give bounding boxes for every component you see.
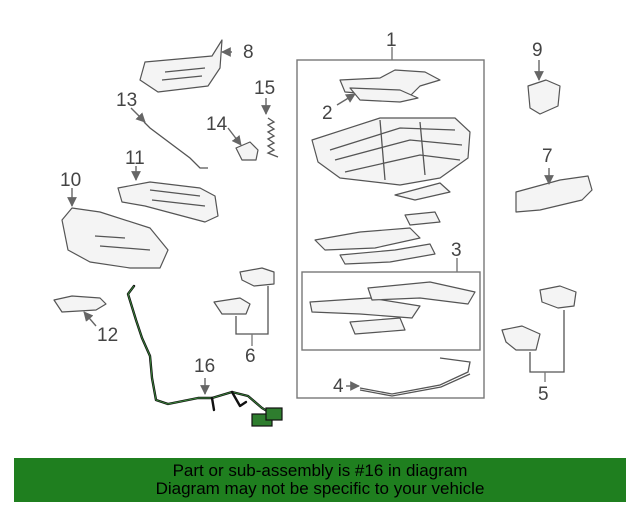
- part-4-rod: [359, 357, 471, 397]
- part-3-track-assembly-box: [301, 258, 481, 351]
- callout-10: 10: [60, 170, 81, 191]
- part-12-handle: [53, 295, 107, 313]
- info-banner: Part or sub-assembly is #16 in diagram D…: [14, 458, 626, 502]
- callout-13: 13: [116, 90, 137, 111]
- part-10-side-cover: [61, 207, 169, 269]
- part-15-spring: [266, 117, 279, 158]
- banner-line-1: Part or sub-assembly is #16 in diagram: [172, 461, 468, 480]
- part-11-side-panel: [117, 181, 219, 223]
- callout-16: 16: [194, 356, 215, 377]
- callout-2: 2: [322, 103, 333, 124]
- callout-15: 15: [254, 78, 275, 99]
- callout-1: 1: [386, 30, 397, 51]
- callout-5: 5: [538, 384, 549, 405]
- part-13-cable: [143, 121, 208, 169]
- part-8-bracket: [139, 39, 223, 93]
- callout-8: 8: [243, 42, 254, 63]
- callout-9: 9: [532, 40, 543, 61]
- callout-3: 3: [451, 240, 462, 261]
- part-5-brackets: [501, 285, 577, 382]
- banner-line-2: Diagram may not be specific to your vehi…: [155, 479, 485, 498]
- part-7-trim: [515, 175, 593, 213]
- part-16-wire-harness[interactable]: [126, 284, 283, 427]
- part-2-adjuster-link: [339, 69, 441, 103]
- seat-cushion-frame: [311, 117, 471, 265]
- part-14-clip: [235, 141, 259, 161]
- callout-12: 12: [97, 325, 118, 346]
- callout-11: 11: [125, 148, 145, 169]
- seat-frame-assembly-box: [296, 47, 485, 399]
- callout-14: 14: [206, 114, 228, 135]
- callout-7: 7: [542, 146, 553, 167]
- part-6-brackets: [213, 267, 275, 346]
- callout-4: 4: [333, 376, 344, 397]
- callout-6: 6: [245, 346, 256, 367]
- part-9-cap: [527, 79, 561, 115]
